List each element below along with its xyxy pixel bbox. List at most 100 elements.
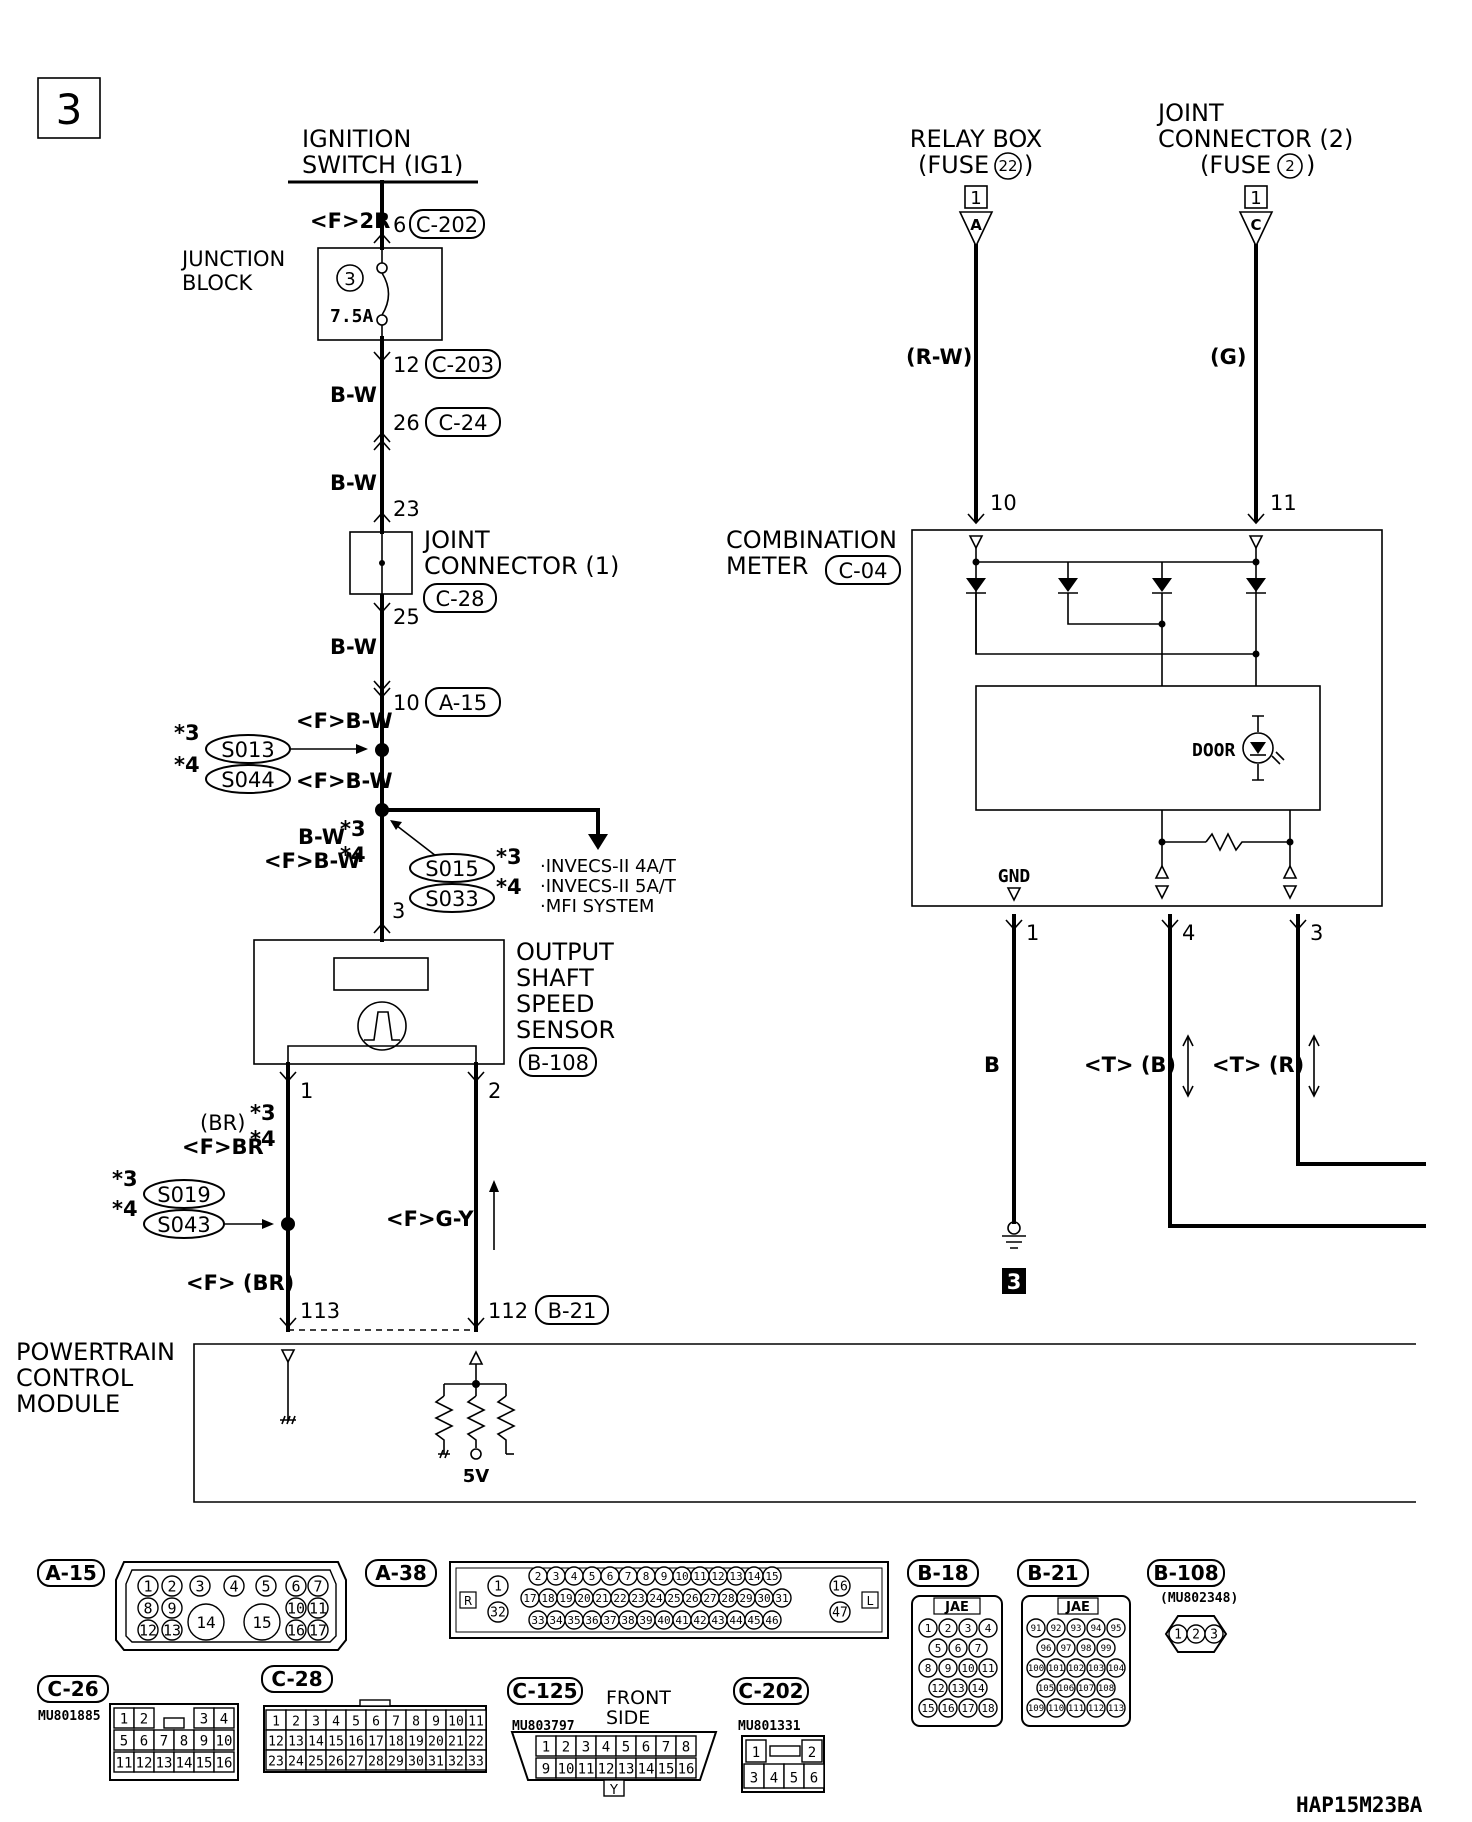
pin-number: 10 [558,1762,575,1778]
pcm-label-2: CONTROL [16,1364,134,1392]
pin-number: 30 [757,1592,770,1605]
pin-number: 13 [618,1762,635,1778]
pin-cell [801,1739,823,1763]
junction-label-1: JUNCTION [180,247,285,271]
pin-cavity [1096,1638,1116,1658]
pin-number: 29 [739,1592,752,1605]
joint2-close-paren: ) [1306,151,1315,179]
splice-node [281,1217,295,1231]
joint-1-label-2: CONNECTOR (1) [424,552,619,580]
pin-cavity [1046,1658,1066,1678]
pcm-label-3: MODULE [16,1390,120,1418]
pin-number: 35 [567,1614,580,1627]
diagram-code: HAP15M23BA [1296,1793,1423,1817]
sensor-label-4: SENSOR [516,1016,615,1044]
pin-number: 5 [622,1740,630,1756]
pin-number: 99 [1101,1644,1112,1654]
door-indicator-block [975,685,1321,811]
pin-number: 41 [675,1614,688,1627]
pin-number: 36 [585,1614,598,1627]
pin-number: 3 [312,1715,320,1730]
pin-3: 3 [392,899,405,923]
pin-number: 12 [711,1570,724,1583]
pin-number: 31 [775,1592,788,1605]
wire-color-t-b: <T> (B) [1084,1053,1176,1077]
connector-a15-inner [125,1569,337,1643]
pin-number: 98 [1081,1644,1092,1654]
pin-cavity [938,1618,958,1638]
connector-b18-view-label: B-18 [917,1561,968,1585]
pin-cavity [187,1603,225,1641]
pin-number: 20 [577,1592,590,1605]
pin-number: 5 [589,1570,596,1583]
arrow-head [588,834,608,850]
pin-cavity [1056,1678,1076,1698]
resistor-icon [466,1395,486,1448]
pin-cavity [487,1601,509,1623]
pin-number: 2 [562,1740,570,1756]
connector-c26-part: MU801885 [38,1709,101,1724]
pin-cavity [137,1619,159,1641]
pin-number: 19 [559,1592,572,1605]
fbr-label-2: <F> (BR) [186,1271,294,1295]
fuse-terminal [376,262,388,274]
pin-number: 1 [494,1580,502,1595]
connector-b108-tag [519,1047,597,1077]
pin-number: 18 [981,1702,994,1715]
pin-number: 25 [667,1592,680,1605]
pin-number: 43 [711,1614,724,1627]
joint2-fuse: 2 [1285,157,1295,175]
meter-terminal [1282,885,1298,900]
pin-number: 10 [675,1570,688,1583]
relay-label-1: RELAY BOX [910,125,1042,153]
joint2-tag-letter: C [1250,216,1261,234]
page-number-box [37,77,101,139]
pin-cavity [938,1698,958,1718]
pin-cavity [1086,1658,1106,1678]
pin-number: 11 [693,1570,706,1583]
star-3: *3 [112,1167,138,1191]
pin-number: 4 [229,1577,238,1595]
light-rays-icon [1271,751,1285,765]
pin-number: 111 [1068,1704,1084,1714]
pin-number: 38 [621,1614,634,1627]
relay-label-2: (FUSE [918,151,989,179]
pin-number: 102 [1068,1664,1084,1674]
connector-mark [467,1071,485,1083]
pin-number: 104 [1108,1664,1124,1674]
ground-icon [438,1449,450,1459]
pin-cavity [978,1658,998,1678]
pin-number: 15 [196,1756,213,1772]
pin-number: 103 [1088,1664,1104,1674]
fuse-terminal [376,314,388,326]
pin-number: 12 [139,1621,157,1639]
pin-number: 1 [120,1712,128,1728]
meter-internal [1067,593,1162,625]
pin-cavity [948,1678,968,1698]
pin-112: 112 [488,1299,528,1323]
pin-number: 5 [261,1577,270,1595]
connector-a38-housing [449,1561,889,1639]
connector-a38-view-tag [365,1559,437,1587]
star-3: *3 [340,817,366,841]
pin-number: 25 [308,1755,324,1770]
connector-c28-lock [359,1699,391,1707]
pin-number: 6 [642,1740,650,1756]
pin-number: 12 [268,1735,284,1750]
pin-1: 1 [300,1079,313,1103]
connector-mark [279,1317,297,1329]
pin-cavity [137,1597,159,1619]
pin-cell [803,1763,825,1789]
sensor-leads [287,1045,477,1064]
splice-s044 [205,764,291,794]
pin-number: 1 [143,1577,152,1595]
meter-terminal [1006,887,1022,902]
pin-number: 27 [703,1592,716,1605]
connector-b18-housing [911,1595,1003,1727]
pin-cavity [928,1638,948,1658]
pin-cavity [829,1601,851,1623]
connector-mark [1161,919,1179,931]
pin-number: 11 [309,1599,327,1617]
connector-a15-label: A-15 [439,691,487,715]
arrow-head [262,1219,274,1229]
